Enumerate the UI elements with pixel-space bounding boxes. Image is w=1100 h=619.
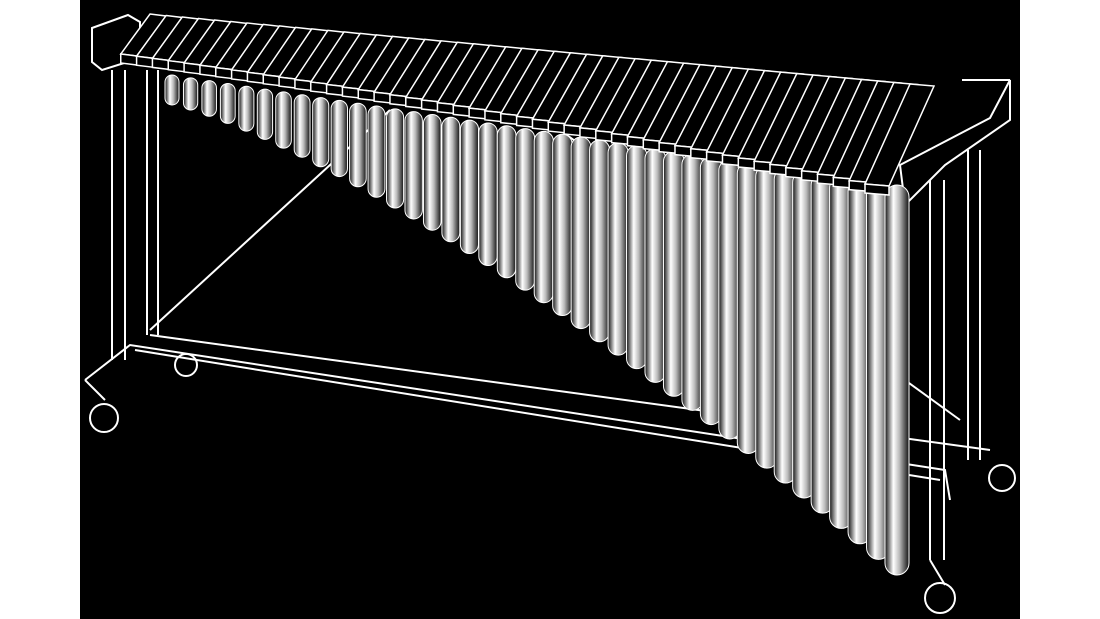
tone-bar-front-face — [230, 69, 250, 82]
resonator-tube — [589, 139, 611, 343]
resonator-tube — [256, 88, 274, 140]
resonator-tube — [533, 130, 554, 304]
tone-bar-front-face — [864, 183, 890, 196]
tone-bar-front-face — [215, 66, 234, 80]
resonator-tube — [312, 97, 330, 168]
resonator-tube — [386, 108, 405, 209]
resonator-tube — [219, 82, 236, 124]
resonator-tube — [459, 119, 479, 255]
resonator-tube — [330, 99, 348, 178]
bottom-rail — [84, 343, 951, 501]
tone-bar-front-face — [167, 59, 186, 73]
tone-bar-front-face — [183, 62, 202, 75]
resonator-tube — [884, 184, 910, 576]
wheel — [89, 403, 119, 433]
resonator-tube — [515, 128, 536, 291]
marimba-illustration — [84, 13, 1016, 614]
resonator-tube — [367, 105, 386, 198]
resonator-tube — [349, 102, 367, 188]
resonator-tube — [662, 150, 685, 397]
resonator-tube — [201, 80, 217, 117]
resonator-tube — [422, 113, 442, 231]
resonator-tube — [238, 85, 255, 132]
resonator-tube — [404, 111, 423, 220]
tone-bar-front-face — [135, 55, 154, 69]
resonator-tube — [644, 147, 667, 383]
tone-bar-front-face — [151, 57, 170, 71]
tone-bar-front-face — [278, 76, 298, 89]
wheel — [174, 353, 198, 377]
resonator-tube — [293, 94, 311, 158]
resonator-tube — [164, 74, 180, 106]
resonator-tube — [441, 116, 461, 243]
tone-bars — [119, 13, 936, 196]
tone-bar-front-face — [120, 53, 138, 66]
wheel — [988, 464, 1016, 492]
resonator-tube — [478, 122, 498, 267]
resonator-tube — [275, 91, 292, 149]
illustration-canvas — [80, 0, 1020, 619]
tone-bar-front-face — [262, 73, 282, 87]
resonator-tube — [496, 125, 517, 279]
resonator-tube — [626, 145, 648, 370]
resonator-tube — [552, 133, 573, 317]
tone-bar-front-face — [246, 71, 266, 85]
resonator-tube — [570, 136, 592, 330]
resonator-tube — [182, 77, 199, 111]
resonators — [164, 74, 910, 576]
wheel — [924, 582, 956, 614]
tone-bar-front-face — [199, 64, 218, 78]
resonator-tube — [607, 142, 629, 356]
